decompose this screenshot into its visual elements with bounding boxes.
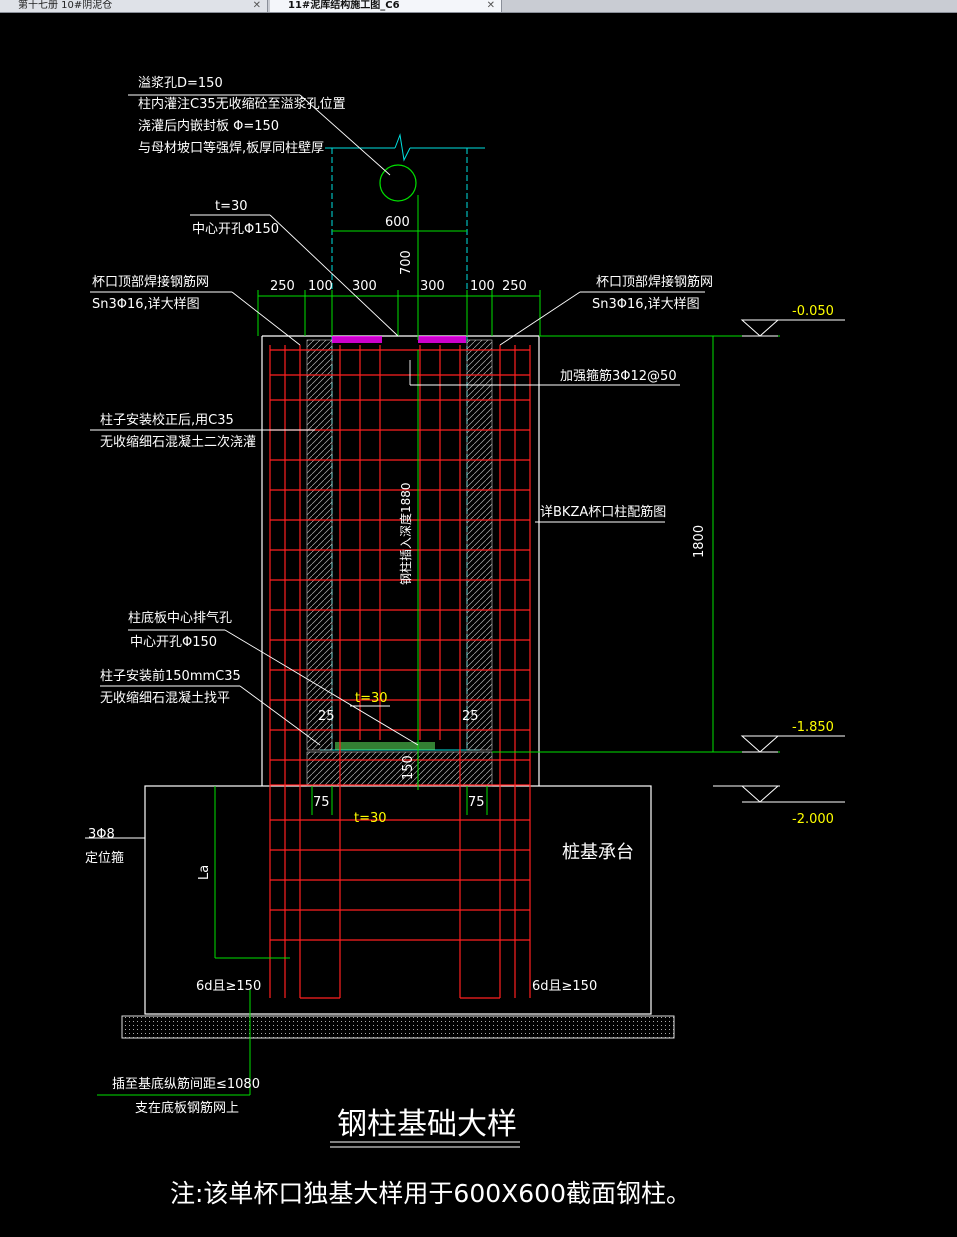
tab-bar: 第十七册 10#阴泥仓 ✕ 11#泥库结构施工图_C6 ✕	[0, 0, 957, 13]
bkza-note: 详BKZA杯口柱配筋图	[540, 504, 666, 520]
locating-bar-note-1: 3Φ8	[88, 827, 115, 842]
drawing-title: 钢柱基础大样	[337, 1107, 517, 1142]
dim-250-right: 250	[502, 279, 527, 294]
dim-600: 600	[385, 215, 410, 230]
yellow-labels: -0.050 -1.850 -2.000 t=30 t=30	[354, 304, 834, 827]
right-mesh-note-2: Sn3Φ16,详大样图	[592, 297, 700, 312]
rebar-grid	[269, 345, 531, 999]
level-markers	[713, 319, 845, 803]
grout-walls	[306, 336, 493, 787]
grout-hole-note-1: 溢浆孔D=150	[138, 76, 223, 91]
leader-lines	[85, 94, 705, 839]
dim-300-right: 300	[420, 279, 445, 294]
cap-label: 桩基承台	[562, 842, 634, 863]
grout-hole-note-3: 浇灌后内嵌封板 Φ=150	[138, 118, 279, 134]
secondary-grout-note-2: 无收缩细石混凝土二次浇灌	[100, 434, 256, 450]
level-bottom: -2.000	[792, 812, 834, 827]
dim-75-left: 75	[313, 795, 330, 810]
right-mesh-note-1: 杯口顶部焊接钢筋网	[596, 274, 713, 290]
plate-thickness: t=30	[215, 199, 248, 214]
la-label: La	[197, 865, 212, 880]
center-hole-note: 中心开孔Φ150	[192, 222, 279, 237]
dim-1800: 1800	[692, 525, 707, 558]
dim-100-left: 100	[308, 279, 333, 294]
locating-bar-note-2: 定位箍	[85, 850, 124, 866]
cushion-layer	[121, 1015, 675, 1039]
tab-label: 11#泥库结构施工图_C6	[288, 0, 400, 11]
vent-hole-note-1: 柱底板中心排气孔	[128, 610, 232, 626]
bottom-plate-thickness: t=30	[354, 811, 387, 826]
leveling-note-2: 无收缩细石混凝土找平	[100, 690, 230, 706]
embed-depth-note: 钢柱插入深度1880	[398, 482, 413, 585]
grout-hole	[379, 164, 417, 202]
level-mid: -1.850	[792, 720, 834, 735]
hook-note-right: 6d且≥150	[532, 979, 597, 994]
insert-note-1: 插至基底纵筋间距≤1080	[112, 1076, 260, 1092]
leveling-note-1: 柱子安装前150mmC35	[100, 668, 241, 684]
tab-drawing-2[interactable]: 11#泥库结构施工图_C6 ✕	[270, 0, 502, 12]
left-mesh-note-2: Sn3Φ16,详大样图	[92, 297, 200, 312]
grout-hole-note-4: 与母材坡口等强焊,板厚同柱壁厚	[138, 140, 324, 156]
stirrup-note: 加强箍筋3Φ12@50	[560, 368, 677, 384]
close-icon[interactable]: ✕	[486, 0, 495, 11]
level-top: -0.050	[792, 304, 834, 319]
grout-hole-note-2: 柱内灌注C35无收缩砼至溢浆孔位置	[138, 96, 346, 112]
dimension-lines	[97, 195, 780, 1096]
vent-hole-note-2: 中心开孔Φ150	[130, 635, 217, 650]
cad-canvas[interactable]: 溢浆孔D=150 柱内灌注C35无收缩砼至溢浆孔位置 浇灌后内嵌封板 Φ=150…	[0, 13, 957, 1233]
tab-label: 第十七册 10#阴泥仓	[18, 0, 113, 11]
drawing-svg: 溢浆孔D=150 柱内灌注C35无收缩砼至溢浆孔位置 浇灌后内嵌封板 Φ=150…	[85, 76, 845, 1208]
dim-250-left: 250	[270, 279, 295, 294]
insert-note-2: 支在底板钢筋网上	[135, 1100, 239, 1116]
close-icon[interactable]: ✕	[252, 0, 261, 11]
dim-25-right: 25	[462, 709, 479, 724]
secondary-grout-note-1: 柱子安装校正后,用C35	[100, 412, 234, 428]
annotations: 溢浆孔D=150 柱内灌注C35无收缩砼至溢浆孔位置 浇灌后内嵌封板 Φ=150…	[85, 76, 713, 1116]
hook-note-left: 6d且≥150	[196, 979, 261, 994]
base-plate-thickness: t=30	[355, 691, 388, 706]
dim-300-left: 300	[352, 279, 377, 294]
dim-150: 150	[401, 755, 416, 780]
dim-700: 700	[399, 250, 414, 275]
tab-drawing-1[interactable]: 第十七册 10#阴泥仓 ✕	[0, 0, 268, 12]
footnote: 注:该单杯口独基大样用于600X600截面钢柱。	[170, 1179, 691, 1208]
dim-25-left: 25	[318, 709, 335, 724]
left-mesh-note-1: 杯口顶部焊接钢筋网	[92, 274, 209, 290]
dim-75-right: 75	[468, 795, 485, 810]
dim-100-right: 100	[470, 279, 495, 294]
